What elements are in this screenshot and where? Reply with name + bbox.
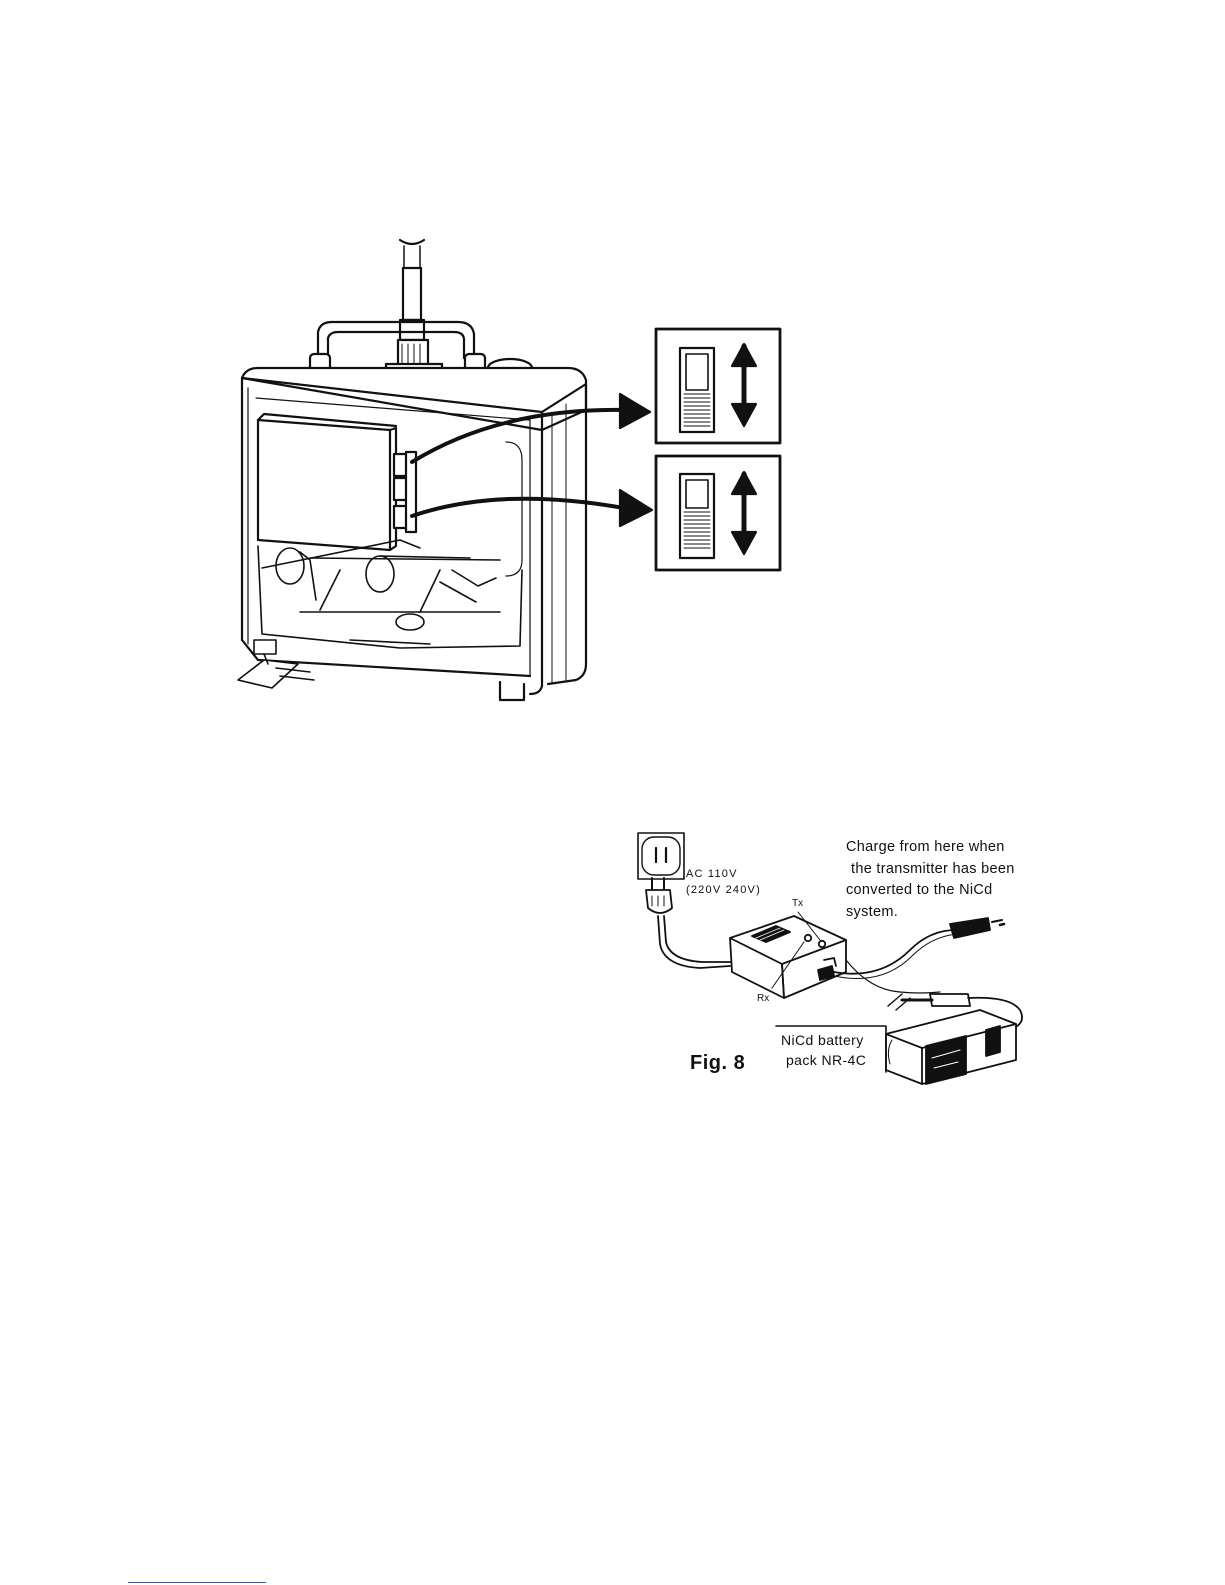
charge-note: Charge from here when the transmitter ha… bbox=[846, 837, 1015, 923]
ac-voltage-line: (220V 240V) bbox=[686, 882, 761, 898]
battery-pack-label: NiCd battery pack NR-4C bbox=[781, 1030, 866, 1070]
battery-pack-line: NiCd battery bbox=[781, 1030, 866, 1050]
battery-pack-line: pack NR-4C bbox=[781, 1050, 866, 1070]
rx-label: Rx bbox=[757, 993, 769, 1004]
wall-outlet bbox=[638, 833, 684, 879]
footer-rule bbox=[128, 1582, 266, 1583]
tx-charging-cord bbox=[834, 918, 1004, 979]
charge-note-line: the transmitter has been bbox=[846, 859, 1015, 881]
ac-voltage-label: AC 110V (220V 240V) bbox=[686, 866, 761, 898]
figure-caption: Fig. 8 bbox=[690, 1052, 745, 1075]
nicd-battery-pack bbox=[886, 1010, 1016, 1084]
charge-note-line: Charge from here when bbox=[846, 837, 1015, 859]
ac-voltage-line: AC 110V bbox=[686, 866, 761, 882]
charge-note-line: system. bbox=[846, 902, 1015, 924]
tx-label: Tx bbox=[792, 898, 803, 909]
charger-unit bbox=[730, 912, 846, 998]
charge-note-line: converted to the NiCd bbox=[846, 880, 1015, 902]
